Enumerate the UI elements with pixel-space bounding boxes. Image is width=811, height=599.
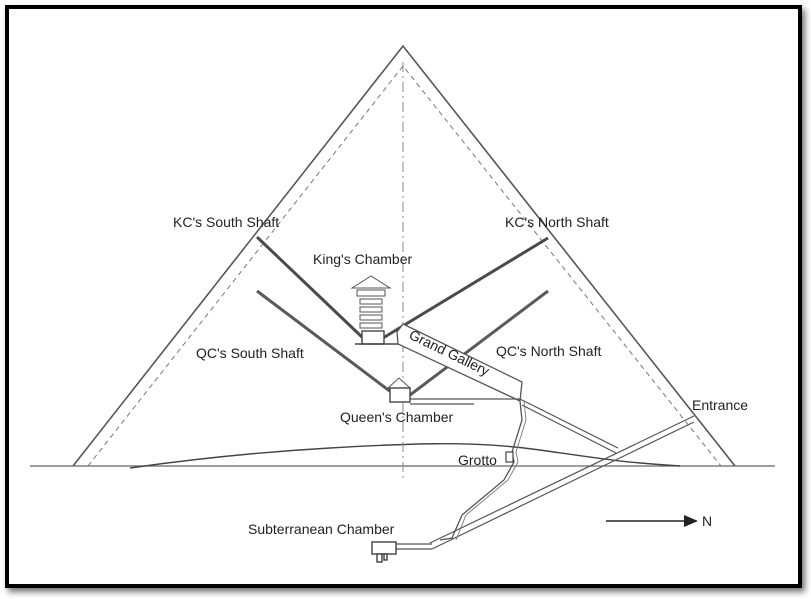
label-entrance: Entrance <box>692 397 748 413</box>
qc-north-shaft-line <box>409 289 549 397</box>
well-shaft <box>439 400 523 541</box>
label-qc-north-shaft: QC's North Shaft <box>496 343 601 359</box>
north-arrow-head <box>684 515 698 527</box>
queens-chamber-box <box>389 387 411 403</box>
well-shaft-inner <box>455 400 527 541</box>
descending-passage-2 <box>431 421 695 550</box>
kings-chamber-box <box>361 330 385 345</box>
qc-south-shaft-line <box>256 289 396 397</box>
label-qc-south-shaft: QC's South Shaft <box>196 345 304 361</box>
label-subterranean-chamber: Subterranean Chamber <box>248 521 395 537</box>
relieving-chambers <box>350 275 392 329</box>
label-kc-south-shaft: KC's South Shaft <box>173 214 279 230</box>
label-kc-north-shaft: KC's North Shaft <box>505 214 609 230</box>
label-queens-chamber: Queen's Chamber <box>340 409 454 425</box>
grand-gallery-shape <box>396 323 523 402</box>
queens-chamber-roof <box>386 377 412 389</box>
kc-south-shaft-line <box>255 235 365 340</box>
label-grotto: Grotto <box>458 452 497 468</box>
bedrock-line <box>129 443 681 469</box>
kc-north-shaft-line <box>382 236 549 340</box>
pyramid-outline <box>72 44 736 467</box>
pyramid-inner-outline <box>87 65 722 467</box>
subterranean-chamber-shape <box>371 541 397 563</box>
label-north: N <box>702 513 712 529</box>
label-kings-chamber: King's Chamber <box>313 251 413 267</box>
grotto-marker <box>505 451 514 463</box>
ascending-passage-2 <box>521 404 617 454</box>
descending-passage-1 <box>429 415 695 544</box>
ascending-passage-1 <box>519 398 619 449</box>
